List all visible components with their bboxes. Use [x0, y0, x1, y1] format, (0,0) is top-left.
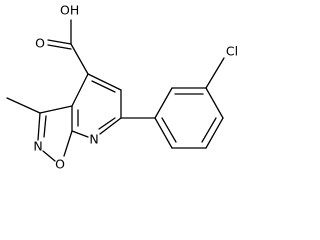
bond-c6-n7-inner	[98, 117, 116, 130]
bond-c3-n2-inner	[43, 115, 47, 138]
bond-c3a-c3	[39, 105, 73, 114]
bond-c-o-double-a	[47, 39, 72, 45]
bond-n2-o1	[42, 150, 56, 162]
ring-oxygen-label: O	[55, 157, 65, 172]
isoxazole-ring	[37, 105, 73, 162]
chemical-structure-drawing: OH O N O N Cl	[6, 3, 238, 172]
chlorophenyl-ring	[120, 87, 224, 149]
bond-ph1-ph2	[154, 87, 173, 119]
chlorine-label: Cl	[226, 44, 238, 59]
bond-c4-cooh	[70, 43, 89, 75]
hydroxyl-label: OH	[60, 3, 79, 18]
bond-o1-c7a	[63, 130, 73, 157]
bond-c3a-c4	[71, 73, 89, 107]
bond-c3-n2	[37, 112, 41, 141]
carboxylic-acid-group	[47, 19, 89, 75]
bond-c3-methyl	[6, 97, 41, 114]
bond-c4-c5-inner	[91, 80, 116, 93]
bond-ph4-ph5-inner	[201, 117, 217, 143]
bond-c6-n7	[99, 117, 122, 135]
bond-ph3-ph4	[205, 87, 224, 119]
pyridine-nitrogen-label: N	[89, 132, 98, 147]
pyridine-ring	[71, 73, 122, 138]
bond-n7-c7a	[71, 130, 89, 138]
bond-ph6-ph1	[154, 117, 173, 149]
bond-ph3-cl	[205, 57, 225, 89]
bond-c4-c5	[87, 73, 122, 91]
isoxazole-nitrogen-label: N	[33, 139, 42, 154]
carbonyl-oxygen-label: O	[35, 36, 45, 51]
bond-ph4-ph5	[205, 117, 224, 149]
bond-ph6-ph1-inner	[161, 117, 177, 143]
bond-c-o-double-b	[47, 44, 72, 50]
